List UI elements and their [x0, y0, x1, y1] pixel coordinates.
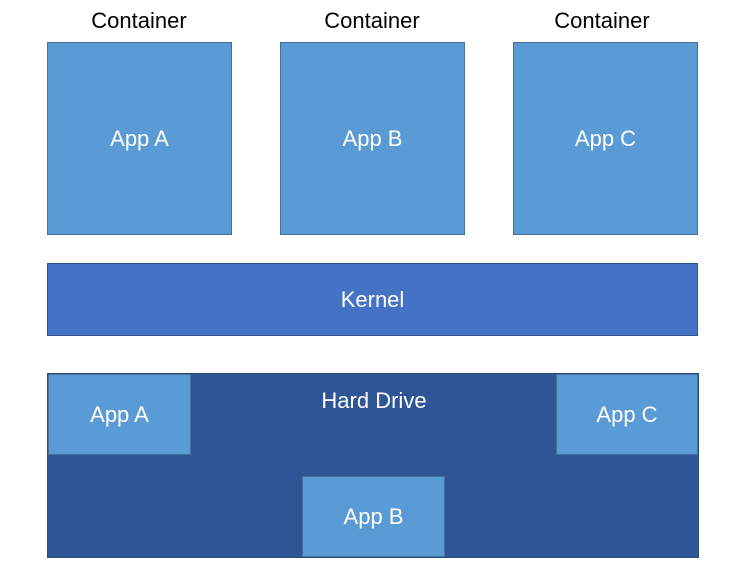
hard-drive-label: Hard Drive [321, 388, 427, 413]
kernel-box: Kernel [47, 263, 698, 336]
container-app-c-box: App C [513, 42, 698, 235]
container-label-b: Container [324, 8, 420, 33]
hard-drive-app-c-label: App C [596, 401, 658, 427]
container-app-a-label: App A [110, 125, 169, 151]
container-app-c-label: App C [574, 125, 637, 151]
hard-drive-app-a-label: App A [90, 401, 149, 427]
container-app-a-box: App A [47, 42, 232, 235]
hard-drive-app-c-box: App C [556, 374, 698, 455]
kernel-label: Kernel [340, 286, 405, 312]
container-label-a: Container [91, 8, 187, 33]
container-app-b-box: App B [280, 42, 465, 235]
container-label-c: Container [554, 8, 650, 33]
hard-drive-app-b-box: App B [302, 476, 445, 557]
hard-drive-app-a-box: App A [48, 374, 191, 455]
container-app-b-label: App B [342, 125, 403, 151]
hard-drive-app-b-label: App B [343, 503, 404, 529]
